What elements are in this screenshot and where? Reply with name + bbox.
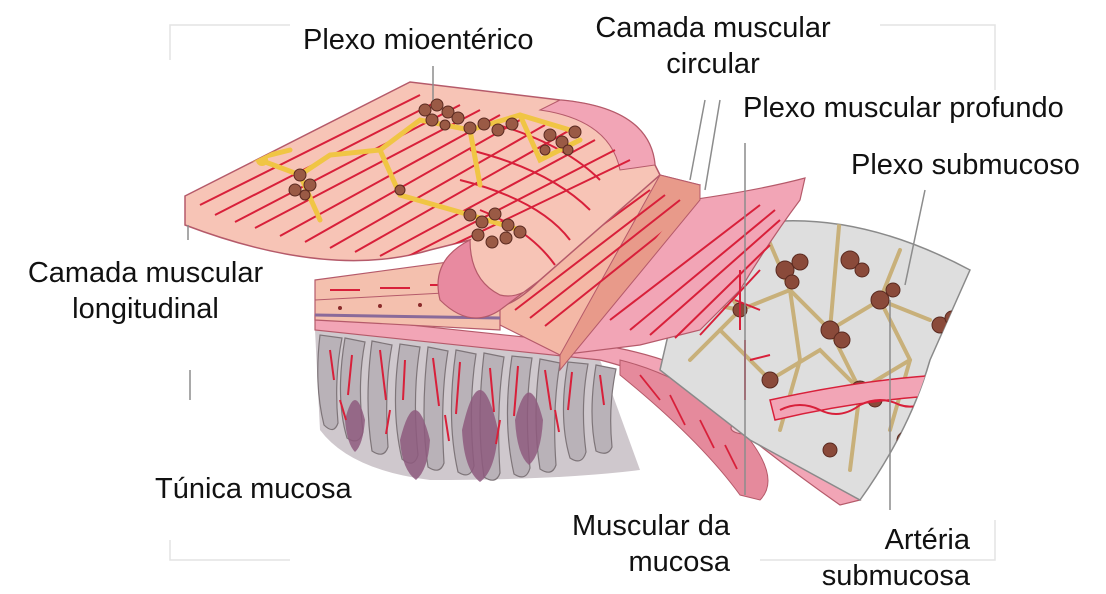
label-tunica-mucosa: Túnica mucosa: [155, 471, 352, 507]
label-muscular-mucosa: Muscular da mucosa: [520, 508, 730, 580]
label-plexo-profundo: Plexo muscular profundo: [743, 90, 1064, 126]
label-arteria-submucosa: Artéria submucosa: [790, 522, 970, 594]
label-plexo-mioenterico: Plexo mioentérico: [303, 22, 534, 58]
label-camada-longitudinal: Camada muscular longitudinal: [8, 255, 283, 327]
label-plexo-submucoso: Plexo submucoso: [851, 147, 1080, 183]
label-camada-circular: Camada muscular circular: [578, 10, 848, 82]
